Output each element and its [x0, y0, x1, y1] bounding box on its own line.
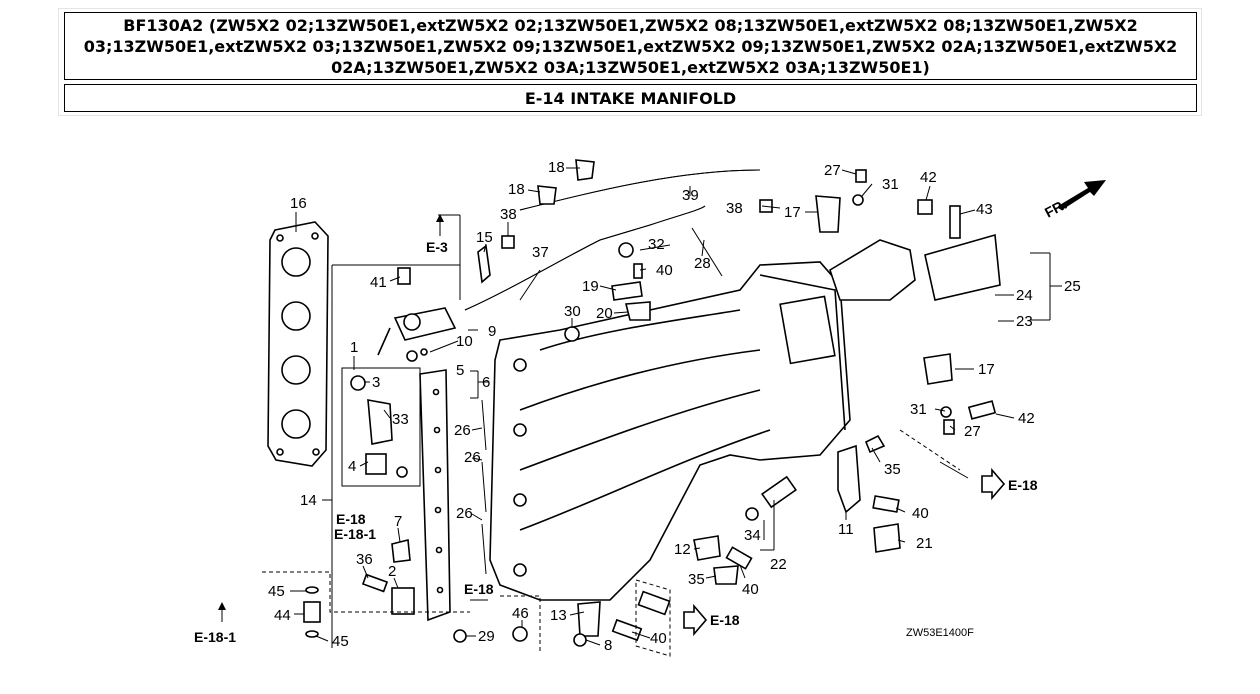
- part-label: 42: [920, 169, 937, 186]
- part-label: 12: [674, 541, 691, 558]
- part-label: 36: [356, 551, 373, 568]
- part-label: 17: [978, 361, 995, 378]
- part-label: 3: [372, 374, 380, 391]
- part-label: 30: [564, 303, 581, 320]
- part-label: 40: [742, 581, 759, 598]
- part-label: 8: [604, 637, 612, 654]
- drawing-code: ZW53E1400F: [906, 627, 974, 639]
- part-label: 4: [348, 458, 356, 475]
- part-label: 13: [550, 607, 567, 624]
- part-label: 24: [1016, 287, 1033, 304]
- gasket-drawing: [267, 221, 329, 467]
- part-label: 31: [910, 401, 927, 418]
- reference-arrows: [218, 180, 1106, 637]
- front-marker: FR.: [1042, 196, 1069, 221]
- part-label: 35: [884, 461, 901, 478]
- part-label: 5: [456, 362, 464, 379]
- part-label: 25: [1064, 278, 1081, 295]
- ref-e18-1: E-18-1: [194, 629, 236, 645]
- part-label: 33: [392, 411, 409, 428]
- part-label: 14: [300, 492, 317, 509]
- part-label: 31: [882, 176, 899, 193]
- part-label: 45: [268, 583, 285, 600]
- part-label: 9: [488, 323, 496, 340]
- part-label: 34: [744, 527, 761, 544]
- part-label: 43: [976, 201, 993, 218]
- part-label: 40: [656, 262, 673, 279]
- injector-drawing: [341, 367, 421, 487]
- part-label: 26: [464, 449, 481, 466]
- part-label: 10: [456, 333, 473, 350]
- part-label: 35: [688, 571, 705, 588]
- part-label: 27: [964, 423, 981, 440]
- part-label: 37: [532, 244, 549, 261]
- intake-manifold-drawing: [489, 233, 1001, 601]
- part-label: 11: [838, 521, 854, 538]
- part-label: 7: [394, 513, 402, 530]
- part-label: 26: [454, 422, 471, 439]
- ref-e18: E-18: [710, 612, 740, 628]
- part-label: 42: [1018, 410, 1035, 427]
- section-title: E-14 INTAKE MANIFOLD: [64, 84, 1197, 112]
- part-label: 26: [456, 505, 473, 522]
- part-label: 40: [912, 505, 929, 522]
- part-label: 38: [500, 206, 517, 223]
- part-label: 41: [370, 274, 387, 291]
- ref-e3: E-3: [426, 239, 448, 255]
- part-label: 1: [350, 339, 358, 356]
- section-references: E-3 E-18 E-18-1 E-18 E-18 E-18 E-18-1: [194, 239, 1038, 645]
- pressure-regulator-drawing: [377, 307, 457, 356]
- hardware-drawing: [303, 159, 997, 647]
- ref-e18: E-18: [336, 511, 366, 527]
- ref-e18: E-18: [464, 581, 494, 597]
- part-label: 22: [770, 556, 787, 573]
- header-panel: BF130A2 (ZW5X2 02;13ZW50E1,extZW5X2 02;1…: [58, 8, 1202, 116]
- part-label: 18: [508, 181, 525, 198]
- part-label: 38: [726, 200, 743, 217]
- part-label: 27: [824, 162, 841, 179]
- part-label: 46: [512, 605, 529, 622]
- leader-lines: [262, 167, 1062, 657]
- part-label: 15: [476, 229, 493, 246]
- part-label: 28: [694, 255, 711, 272]
- part-label: 6: [482, 374, 490, 391]
- part-labels: 16 18 18 39 38 15 37 32 40 28 41 19 30 2…: [268, 159, 1081, 654]
- fuel-rail-drawing: [419, 369, 451, 622]
- part-label: 2: [388, 563, 396, 580]
- part-label: 18: [548, 159, 565, 176]
- part-label: 20: [596, 305, 613, 322]
- part-label: 23: [1016, 313, 1033, 330]
- part-label: 44: [274, 607, 291, 624]
- part-label: 39: [682, 187, 699, 204]
- model-title: BF130A2 (ZW5X2 02;13ZW50E1,extZW5X2 02;1…: [64, 12, 1197, 80]
- part-label: 16: [290, 195, 307, 212]
- ref-e18: E-18: [1008, 477, 1038, 493]
- part-label: 17: [784, 204, 801, 221]
- part-label: 40: [650, 630, 667, 647]
- part-label: 45: [332, 633, 349, 650]
- part-label: 32: [648, 236, 665, 253]
- ref-e18-1: E-18-1: [334, 526, 376, 542]
- part-label: 29: [478, 628, 495, 645]
- part-label: 21: [916, 535, 933, 552]
- part-label: 19: [582, 278, 599, 295]
